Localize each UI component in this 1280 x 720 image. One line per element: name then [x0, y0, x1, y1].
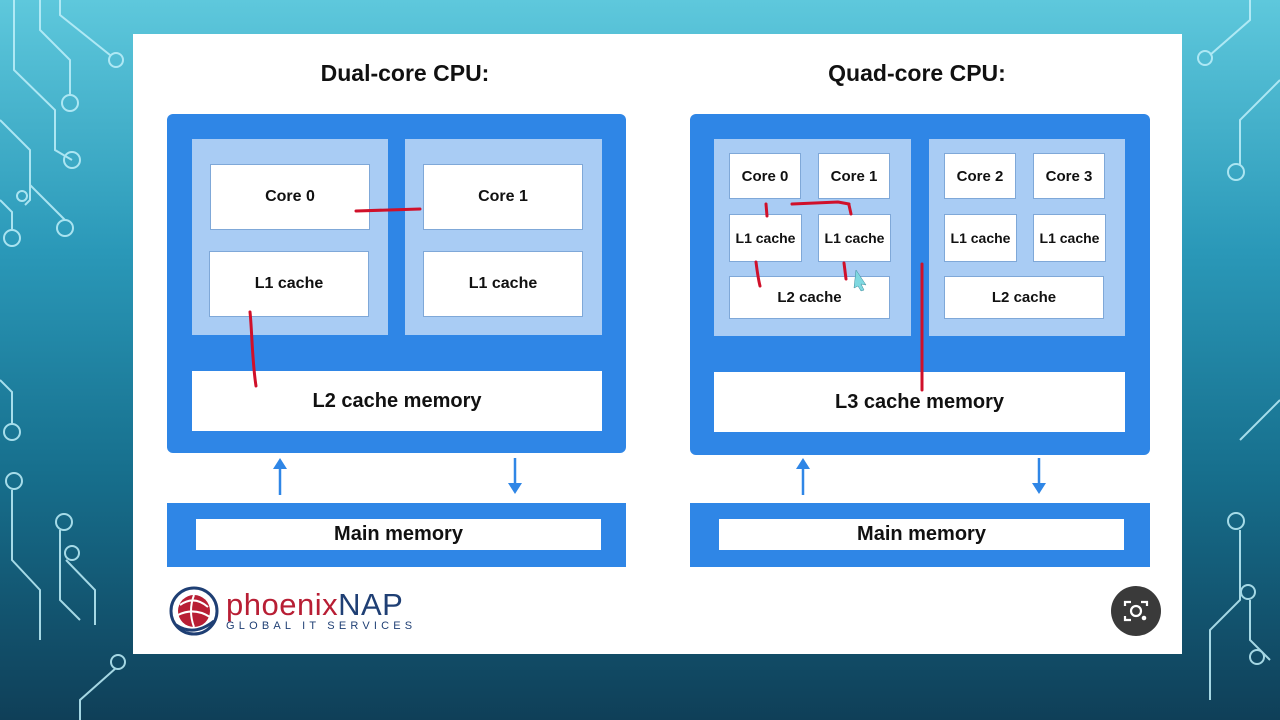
quad-core2-box: Core 2	[944, 153, 1016, 199]
quad-core3-box: Core 3	[1033, 153, 1105, 199]
dual-core1-box: Core 1	[423, 164, 583, 230]
dual-l1-cache-right: L1 cache	[423, 251, 583, 317]
visual-search-button[interactable]	[1111, 586, 1161, 636]
quad-l2-cache-left: L2 cache	[729, 276, 890, 319]
phoenixnap-logo: phoenixNAP GLOBAL IT SERVICES	[168, 585, 416, 637]
logo-tagline: GLOBAL IT SERVICES	[226, 620, 417, 632]
quad-l1-cache-2: L1 cache	[944, 214, 1017, 262]
quad-main-memory: Main memory	[719, 519, 1124, 550]
quad-core-title: Quad-core CPU:	[828, 60, 1006, 86]
quad-down-arrow-icon	[1032, 458, 1046, 494]
quad-core0-box: Core 0	[729, 153, 801, 199]
dual-down-arrow-icon	[508, 458, 522, 494]
dual-core-title: Dual-core CPU:	[320, 60, 490, 86]
dual-l2-cache-memory: L2 cache memory	[192, 371, 602, 431]
logo-name-nap: NAP	[338, 587, 404, 622]
quad-l2-cache-right: L2 cache	[944, 276, 1104, 319]
quad-up-arrow-icon	[796, 458, 810, 495]
dual-l1-cache-left: L1 cache	[209, 251, 369, 317]
camera-search-icon	[1123, 600, 1149, 622]
dual-up-arrow-icon	[273, 458, 287, 495]
phoenixnap-globe-icon	[169, 586, 219, 636]
quad-core1-box: Core 1	[818, 153, 890, 199]
quad-l3-cache-memory: L3 cache memory	[714, 372, 1125, 432]
quad-l1-cache-3: L1 cache	[1033, 214, 1106, 262]
dual-main-memory: Main memory	[196, 519, 601, 550]
dual-core0-box: Core 0	[210, 164, 370, 230]
quad-l1-cache-0: L1 cache	[729, 214, 802, 262]
logo-name-phoenix: phoenix	[226, 587, 339, 622]
quad-l1-cache-1: L1 cache	[818, 214, 891, 262]
